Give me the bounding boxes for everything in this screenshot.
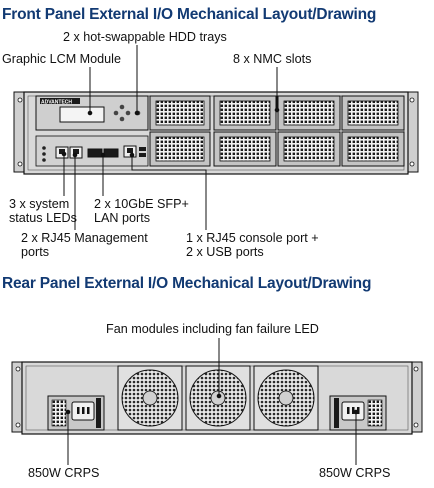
nmc-slot-5[interactable]: [277, 131, 341, 167]
usb-port-1[interactable]: [139, 147, 146, 151]
lcm-button-down[interactable]: [119, 116, 125, 122]
label-mgmt-ports-line1: 2 x RJ45 Management: [21, 231, 148, 245]
nmc-slot-1[interactable]: [213, 95, 277, 131]
nmc-slot-6[interactable]: [341, 131, 405, 167]
label-status-leds: 3 x system status LEDs: [9, 197, 77, 225]
lcm-screen: [59, 106, 105, 123]
label-mgmt-ports: 2 x RJ45 Management ports: [21, 231, 148, 259]
label-sfp-ports-line2: LAN ports: [94, 210, 150, 225]
lcm-button-up[interactable]: [119, 104, 125, 110]
advantech-badge-text: ADVANTECH: [41, 99, 72, 105]
front-leader-lines: [61, 45, 280, 230]
label-psu-right: 850W CRPS: [319, 466, 391, 480]
rear-panel-heading: Rear Panel External I/O Mechanical Layou…: [2, 275, 372, 292]
advantech-badge: [40, 98, 80, 104]
label-console-usb-line1: 1 x RJ45 console port +: [186, 231, 319, 245]
label-hdd-trays: 2 x hot-swappable HDD trays: [63, 30, 227, 44]
label-status-leds-line2: status LEDs: [9, 210, 77, 225]
label-console-usb: 1 x RJ45 console port + 2 x USB ports: [186, 231, 319, 259]
nmc-slot-2[interactable]: [277, 95, 341, 131]
hdd-tray-2[interactable]: [149, 131, 211, 167]
fan-module-3[interactable]: [253, 365, 319, 431]
label-console-usb-line2: 2 x USB ports: [186, 244, 264, 259]
usb-port-2[interactable]: [139, 153, 146, 157]
label-sfp-ports: 2 x 10GbE SFP+ LAN ports: [94, 197, 189, 225]
lcm-button-left[interactable]: [113, 110, 119, 116]
label-lcm-module: Graphic LCM Module: [2, 52, 121, 66]
label-psu-left: 850W CRPS: [28, 466, 100, 480]
front-panel-heading: Front Panel External I/O Mechanical Layo…: [2, 6, 377, 23]
nmc-slot-3[interactable]: [341, 95, 405, 131]
front-io-area: [35, 135, 149, 167]
sfp-port-2[interactable]: [103, 148, 119, 158]
status-led-1: [42, 146, 46, 150]
psu-right[interactable]: [329, 395, 387, 431]
nmc-slot-4[interactable]: [213, 131, 277, 167]
label-sfp-ports-line1: 2 x 10GbE SFP+: [94, 197, 189, 211]
label-mgmt-ports-line2: ports: [21, 244, 49, 259]
label-status-leds-line1: 3 x system: [9, 197, 70, 211]
hdd-tray-1[interactable]: [149, 95, 211, 131]
sfp-port-1[interactable]: [87, 148, 103, 158]
rear-leader-lines: [65, 338, 359, 465]
fan-module-1[interactable]: [117, 365, 183, 431]
label-fan-modules: Fan modules including fan failure LED: [106, 322, 319, 336]
psu-left[interactable]: [47, 395, 105, 431]
status-led-2: [42, 152, 46, 156]
psu-left-handle[interactable]: [96, 398, 101, 428]
status-led-3: [42, 158, 46, 162]
lcm-button-right[interactable]: [125, 110, 131, 116]
label-nmc-slots: 8 x NMC slots: [233, 52, 312, 66]
